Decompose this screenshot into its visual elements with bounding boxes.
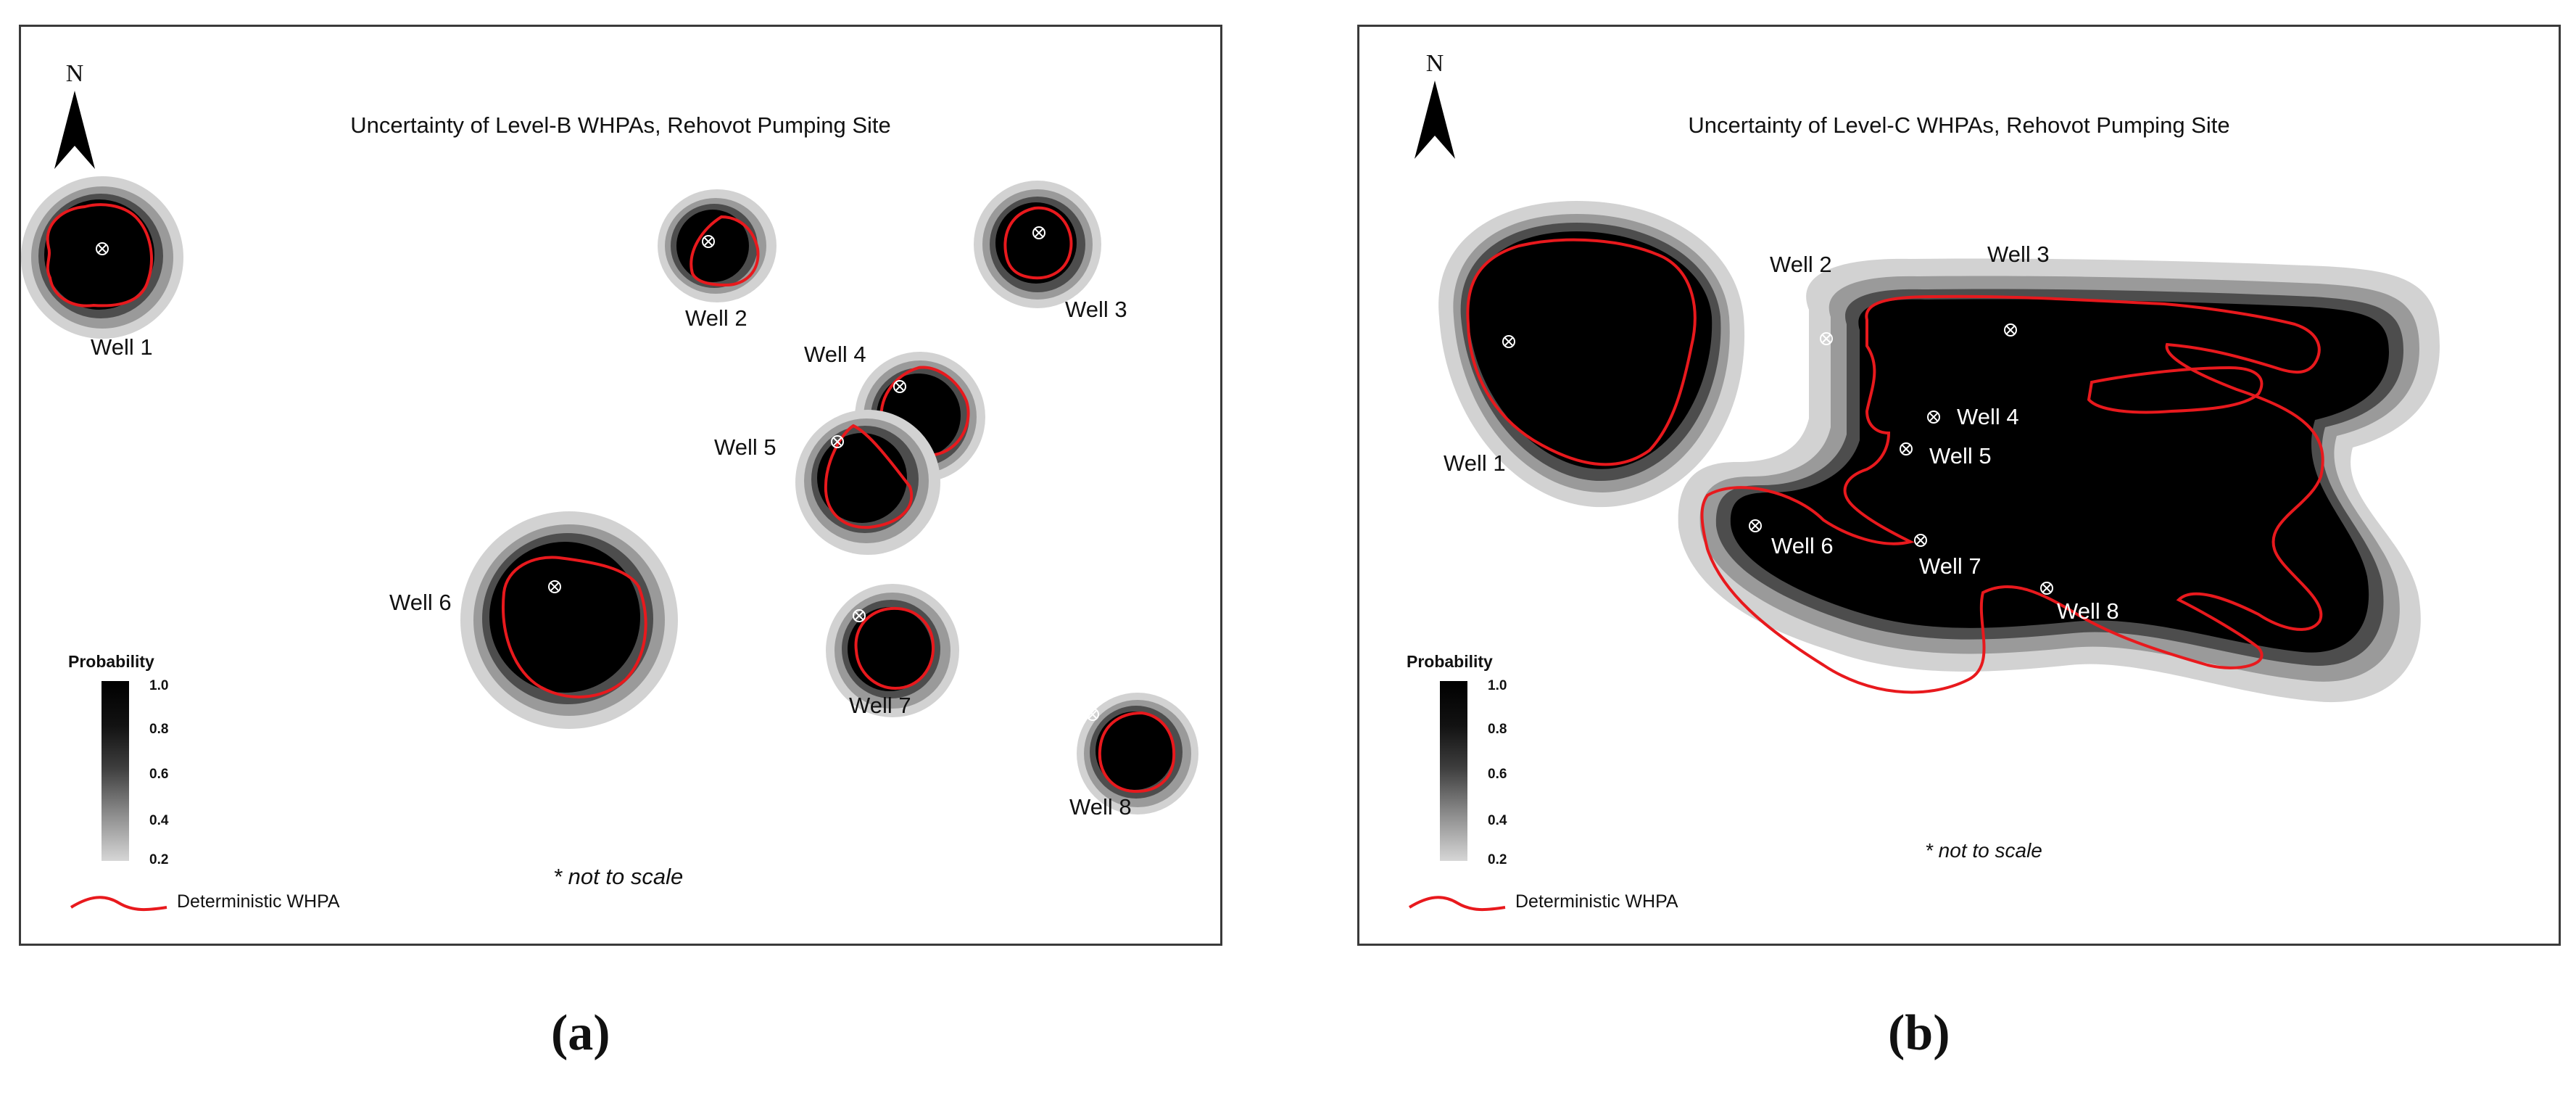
- probability-zones-level-b: [21, 176, 1198, 814]
- north-arrow: N: [1409, 51, 1461, 159]
- well-label-3: Well 3: [1065, 297, 1127, 322]
- well-label-6: Well 6: [1771, 533, 1834, 558]
- well-2-zone: [658, 189, 776, 302]
- map-title: Uncertainty of Level-C WHPAs, Rehovot Pu…: [1688, 112, 2230, 138]
- not-to-scale-note: * not to scale: [1925, 839, 2042, 862]
- deterministic-legend-label: Deterministic WHPA: [177, 891, 340, 912]
- north-label: N: [65, 60, 84, 87]
- well-7-marker-icon: [853, 609, 866, 622]
- well-7-zone: [826, 584, 959, 717]
- well-label-5: Well 5: [714, 434, 776, 460]
- legend-tick-1-0: 1.0: [149, 678, 169, 693]
- well-label-2: Well 2: [685, 305, 747, 331]
- well-3-marker-icon: [2004, 323, 2017, 337]
- not-to-scale-note: * not to scale: [553, 864, 684, 889]
- well-8-marker-icon: [2040, 582, 2053, 595]
- legend-tick-0-8: 0.8: [149, 722, 169, 737]
- map-panel-level-b: Uncertainty of Level-B WHPAs, Rehovot Pu…: [19, 25, 1222, 946]
- well-6-marker-icon: [548, 580, 561, 593]
- caption-a: (a): [551, 1005, 610, 1061]
- legend-tick-0-8: 0.8: [1488, 722, 1507, 737]
- legend-title: Probability: [1407, 652, 1493, 671]
- well-label-1: Well 1: [91, 334, 153, 360]
- caption-b: (b): [1888, 1005, 1950, 1061]
- probability-color-ramp: [102, 681, 129, 861]
- well-1-deterministic-outline: [46, 203, 153, 308]
- legend-tick-0-2: 0.2: [149, 852, 169, 867]
- north-arrow: N: [49, 62, 101, 169]
- well-1-marker-icon: [1502, 335, 1515, 348]
- well-label-7: Well 7: [849, 693, 911, 718]
- well-1-zone: [21, 176, 183, 339]
- legend-tick-0-4: 0.4: [149, 813, 169, 828]
- well-7-deterministic-outline: [854, 606, 935, 690]
- deterministic-legend: Deterministic WHPA: [1407, 888, 1697, 917]
- well-3-deterministic-outline: [1003, 206, 1073, 280]
- north-arrow-icon: [1415, 81, 1455, 159]
- well-label-4: Well 4: [1957, 404, 2019, 429]
- map-panel-level-c: Uncertainty of Level-C WHPAs, Rehovot Pu…: [1357, 25, 2561, 946]
- map-title: Uncertainty of Level-B WHPAs, Rehovot Pu…: [350, 112, 891, 138]
- well-label-3: Well 3: [1987, 242, 2050, 267]
- well-6-marker-icon: [1749, 519, 1762, 532]
- deterministic-line-icon: [70, 896, 167, 912]
- legend-tick-1-0: 1.0: [1488, 678, 1507, 693]
- legend-tick-0-6: 0.6: [149, 767, 169, 782]
- well-markers: [1502, 323, 2053, 595]
- probability-legend: Probability 1.0 0.8 0.6 0.4 0.2: [1407, 652, 1507, 867]
- well-2-marker-icon: [702, 235, 715, 248]
- probability-color-ramp: [1440, 681, 1467, 861]
- legend-title: Probability: [68, 652, 154, 671]
- well-2-marker-icon: [1820, 332, 1833, 345]
- well-1-deterministic-outline: [1466, 238, 1697, 466]
- well-8-zone: [1077, 693, 1198, 814]
- well-label-4: Well 4: [804, 342, 866, 367]
- legend-tick-0-4: 0.4: [1488, 813, 1507, 828]
- well-2-deterministic-outline: [689, 215, 760, 287]
- well-8-marker-icon: [1086, 708, 1099, 721]
- deterministic-line-icon: [1408, 896, 1506, 912]
- well-5-marker-icon: [1900, 442, 1913, 455]
- well-label-6: Well 6: [389, 590, 452, 615]
- probability-legend: Probability 1.0 0.8 0.6 0.4 0.2: [68, 652, 168, 867]
- well-1-zone: [1438, 201, 1745, 508]
- well-label-2: Well 2: [1770, 252, 1832, 277]
- well-8-deterministic-outline: [1098, 711, 1176, 793]
- well-6-deterministic-outline: [502, 556, 647, 698]
- well-label-5: Well 5: [1929, 443, 1992, 469]
- probability-zones-level-c: [1438, 201, 2440, 703]
- well-6-zone: [460, 511, 678, 729]
- well-5-marker-icon: [831, 435, 844, 448]
- legend-tick-0-6: 0.6: [1488, 767, 1507, 782]
- north-label: N: [1425, 50, 1444, 77]
- well-1-marker-icon: [96, 242, 109, 255]
- well-4-marker-icon: [893, 380, 906, 393]
- merged-wells-deterministic-outline: [1700, 294, 2324, 694]
- well-4-marker-icon: [1927, 411, 1940, 424]
- merged-wells-zone: [1678, 258, 2440, 703]
- well-label-7: Well 7: [1919, 553, 1981, 579]
- well-7-marker-icon: [1914, 534, 1927, 547]
- well-label-8: Well 8: [1069, 794, 1132, 820]
- deterministic-legend-label: Deterministic WHPA: [1515, 891, 1678, 912]
- well-label-8: Well 8: [2057, 598, 2119, 624]
- legend-tick-0-2: 0.2: [1488, 852, 1507, 867]
- well-3-zone: [974, 181, 1101, 308]
- well-5-zone: [795, 410, 940, 555]
- well-markers: [96, 226, 1099, 721]
- deterministic-legend: Deterministic WHPA: [68, 888, 358, 917]
- north-arrow-icon: [54, 91, 95, 169]
- well-label-1: Well 1: [1444, 450, 1506, 476]
- well-3-deterministic-outline: [2087, 366, 2264, 414]
- well-3-marker-icon: [1032, 226, 1045, 239]
